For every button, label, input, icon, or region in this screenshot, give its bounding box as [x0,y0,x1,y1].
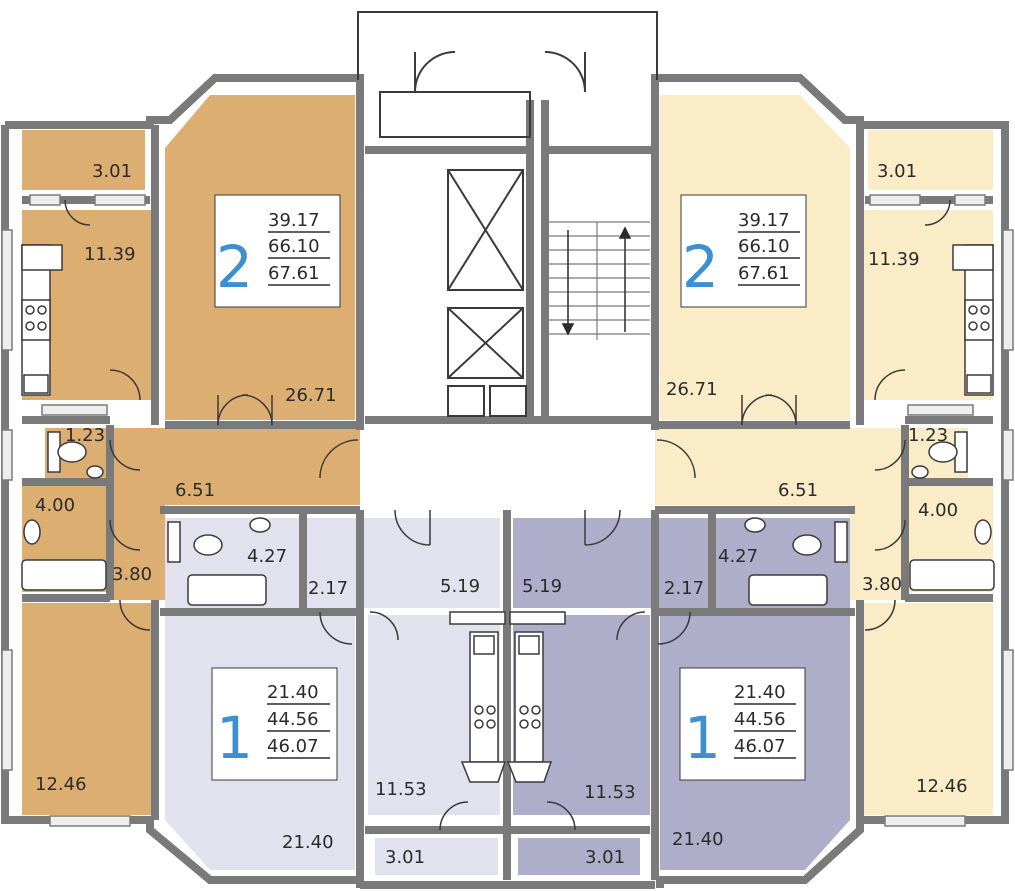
tr-hall-floor[interactable] [655,428,905,600]
walls [1,74,1009,889]
room-area-label: 2.17 [308,578,348,599]
room-area-label: 26.71 [666,379,718,400]
room-area-label: 1.23 [908,425,948,446]
card-living-area: 21.40 [267,682,319,703]
room-area-label: 3.01 [385,847,425,868]
elevators [447,169,527,417]
lobby-floor [365,430,655,508]
tl-bedroom-floor[interactable] [22,603,152,815]
room-area-label: 1.23 [65,425,105,446]
room-area-label: 12.46 [916,776,968,797]
elevator-large [447,169,524,291]
card-total-area: 44.56 [734,709,786,730]
room-area-label: 26.71 [285,385,337,406]
card-living-area: 39.17 [738,210,790,231]
room-area-label: 3.01 [585,847,625,868]
room-area-label: 6.51 [175,480,215,501]
room-area-label: 2.17 [664,578,704,599]
fixtures [21,244,995,783]
apartment-card-1-left[interactable]: 1 21.40 44.56 46.07 [211,667,338,781]
room-area-label: 4.27 [718,546,758,567]
room-area-label: 21.40 [672,829,724,850]
room-area-label: 11.39 [84,244,136,265]
card-total-area-balcony: 46.07 [267,736,319,757]
card-rooms: 2 [216,233,253,301]
card-living-area: 21.40 [734,682,786,703]
room-area-label: 6.51 [778,480,818,501]
room-area-label: 4.27 [247,546,287,567]
card-rooms: 1 [684,704,721,772]
card-total-area-balcony: 67.61 [738,263,790,284]
room-area-label: 4.00 [35,495,75,516]
windows [1,194,1014,827]
apartment-card-2-right[interactable]: 2 39.17 66.10 67.61 [680,194,807,308]
tr-balcony-floor[interactable] [868,130,993,190]
card-total-area: 66.10 [268,236,320,257]
card-total-area-balcony: 67.61 [268,263,320,284]
room-area-label: 11.53 [584,782,636,803]
br-balcony-floor[interactable] [518,838,640,875]
room-area-label: 3.01 [92,161,132,182]
card-total-area: 44.56 [267,709,319,730]
apartment-card-2-left[interactable]: 2 39.17 66.10 67.61 [214,194,341,308]
doors [64,199,951,831]
apartment-card-1-right[interactable]: 1 21.40 44.56 46.07 [679,667,806,781]
tl-hall-floor[interactable] [110,428,360,600]
card-rooms: 1 [216,704,253,772]
room-area-label: 12.46 [35,774,87,795]
room-area-label: 3.80 [862,574,902,595]
card-total-area-balcony: 46.07 [734,736,786,757]
stair-arrows [561,226,632,336]
room-area-label: 5.19 [440,576,480,597]
room-area-label: 11.53 [375,779,427,800]
elevator-small [447,307,524,379]
floors [22,95,993,875]
card-total-area: 66.10 [738,236,790,257]
staircase [545,221,650,340]
card-rooms: 2 [682,233,719,301]
room-area-label: 21.40 [282,832,334,853]
card-living-area: 39.17 [268,210,320,231]
room-area-label: 11.39 [868,249,920,270]
tr-bedroom-floor[interactable] [862,603,993,815]
room-area-label: 3.80 [112,564,152,585]
tl-balcony-floor[interactable] [22,130,145,190]
room-area-label: 4.00 [918,500,958,521]
room-labels: 3.01 11.39 26.71 1.23 6.51 4.00 3.80 12.… [35,161,968,868]
entrance [357,11,658,138]
room-area-label: 5.19 [522,576,562,597]
bl-balcony-floor[interactable] [375,838,498,875]
room-area-label: 3.01 [877,161,917,182]
